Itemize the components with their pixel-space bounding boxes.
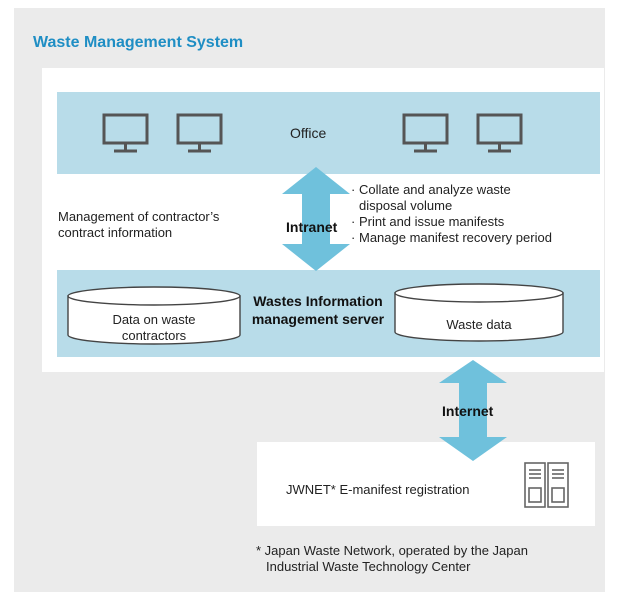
database-icon bbox=[394, 283, 564, 342]
db-contractors-line: Data on waste bbox=[112, 312, 196, 327]
task-item: Collate and analyze waste disposal volum… bbox=[351, 182, 552, 214]
database-icon bbox=[67, 286, 241, 345]
task-item-line: Manage manifest recovery period bbox=[359, 230, 552, 245]
intranet-arrow bbox=[282, 167, 350, 271]
server-rack-icon bbox=[524, 462, 569, 508]
internet-label: Internet bbox=[442, 403, 494, 419]
server-label: Wastes Information management server bbox=[238, 292, 398, 328]
contract-note-line: Management of contractor’s bbox=[58, 209, 220, 224]
db-contractors-line: contractors bbox=[121, 328, 187, 343]
db-waste-label: Waste data bbox=[446, 317, 512, 332]
task-item-line: Collate and analyze waste bbox=[359, 182, 511, 197]
server-label-line: management server bbox=[251, 311, 385, 327]
monitor-icon bbox=[102, 113, 149, 153]
contract-note: Management of contractor’s contract info… bbox=[58, 209, 219, 241]
task-list: Collate and analyze waste disposal volum… bbox=[351, 182, 552, 246]
server-label-line: Wastes Information bbox=[253, 293, 383, 309]
task-item-line: Print and issue manifests bbox=[359, 214, 505, 229]
intranet-label: Intranet bbox=[286, 219, 338, 235]
task-item: Manage manifest recovery period bbox=[351, 230, 552, 246]
jwnet-label: JWNET* E-manifest registration bbox=[286, 482, 470, 497]
monitor-icon bbox=[476, 113, 523, 153]
footnote: * Japan Waste Network, operated by the J… bbox=[256, 543, 528, 575]
monitor-icon bbox=[176, 113, 223, 153]
contract-note-line: contract information bbox=[58, 225, 173, 240]
office-label: Office bbox=[290, 125, 327, 141]
task-item: Print and issue manifests bbox=[351, 214, 552, 230]
diagram-title: Waste Management System bbox=[33, 34, 244, 51]
internet-arrow bbox=[439, 360, 507, 461]
footnote-line: Industrial Waste Technology Center bbox=[266, 559, 471, 574]
jwnet-box bbox=[257, 442, 595, 526]
footnote-line: * Japan Waste Network, operated by the J… bbox=[256, 543, 528, 558]
task-item-line: disposal volume bbox=[359, 198, 453, 213]
db-contractors-label: Data on waste contractors bbox=[80, 312, 228, 344]
monitor-icon bbox=[402, 113, 449, 153]
